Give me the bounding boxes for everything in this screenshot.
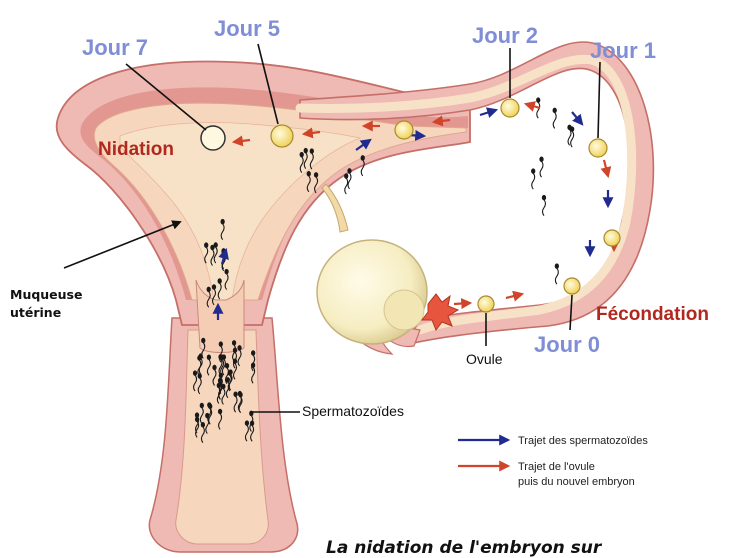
sperm-head [221,219,224,223]
sperm-head [219,373,222,377]
label-fecondation: Fécondation [596,305,709,324]
sperm-head [207,287,210,291]
sperm-head [202,338,205,342]
sperm-head [568,125,571,129]
sperm-head [225,364,228,368]
sperm-head [314,173,317,177]
sperm-head [229,370,232,374]
sperm-head [532,169,535,173]
embryo-day2 [501,99,519,117]
sperm-head [212,285,215,289]
label-spermatozoides: Spermatozoïdes [302,404,404,418]
legend-ovum: Trajet de l'ovule puis du nouvel embryon [518,460,635,490]
sperm-head [238,391,241,395]
embryo-day1 [589,139,607,157]
legend-arrows [458,440,508,466]
sperm-head [252,363,255,367]
label-muqueuse-uterine: Muqueuse utérine [10,286,82,322]
sperm-head [537,98,540,102]
ovarian-ligament [322,184,348,232]
sperm-head [304,148,307,152]
zygote-tube [604,230,620,246]
sperm-head [232,341,235,345]
sperm-head [233,359,236,363]
sperm-head [300,152,303,156]
sperm-head [218,409,221,413]
sperm-head [225,269,228,273]
sperm-tail [537,102,540,118]
sperm-tail [345,178,348,194]
sperm-head [193,371,196,375]
sperm-head [542,195,545,199]
figure-caption: La nidation de l'embryon sur [326,540,601,557]
sperm-head [218,279,221,283]
sperm-head [200,403,203,407]
label-jour-5: Jour 5 [214,18,280,40]
legend-ovum-line-1: Trajet de l'ovule [518,460,635,475]
sperm-head [213,365,216,369]
ovary-follicle [384,290,424,330]
label-jour-0: Jour 0 [534,334,600,356]
sperm-head [540,157,543,161]
sperm-tail [553,112,556,128]
zygote-day0 [564,278,580,294]
ovule-cell [478,296,494,312]
sperm-head [195,417,198,421]
sperm-head [198,374,201,378]
muqueuse-line-1: Muqueuse [10,286,82,304]
label-nidation: Nidation [98,140,174,159]
sperm-head [205,243,208,247]
muqueuse-line-2: utérine [10,304,82,322]
sperm-head [361,156,364,160]
embryo-day5 [271,125,293,147]
sperm-head [234,392,237,396]
legend-ovum-text: Trajet de l'ovule puis du nouvel embryon [518,460,635,490]
sperm-head [307,172,310,176]
sperm-head [345,174,348,178]
sperm-head [207,355,210,359]
label-jour-2: Jour 2 [472,25,538,47]
sperm-tail [542,200,545,216]
sperm-head [226,378,229,382]
sperm-head [348,169,351,173]
legend-sperm-text: Trajet des spermatozoïdes [518,434,648,449]
sperm-head [199,354,202,358]
sperm-tail [532,173,535,189]
legend-sperm: Trajet des spermatozoïdes [518,434,648,449]
sperm-head [245,421,248,425]
sperm-head [211,245,214,249]
sperm-head [208,403,211,407]
sperm-tail [348,173,351,189]
sperm-head [233,348,236,352]
sperm-head [553,108,556,112]
label-jour-1: Jour 1 [590,40,656,62]
sperm-head [238,346,241,350]
label-ovule: Ovule [466,352,503,366]
embryo-day3 [395,121,413,139]
sperm-head [252,351,255,355]
sperm-head [221,355,224,359]
sperm-head [219,342,222,346]
sperm-head [555,264,558,268]
legend-ovum-line-2: puis du nouvel embryon [518,475,635,490]
sperm-tail [540,161,543,177]
sperm-head [310,149,313,153]
label-jour-7: Jour 7 [82,37,148,59]
sperm-head [214,243,217,247]
sperm-tail [555,268,558,284]
